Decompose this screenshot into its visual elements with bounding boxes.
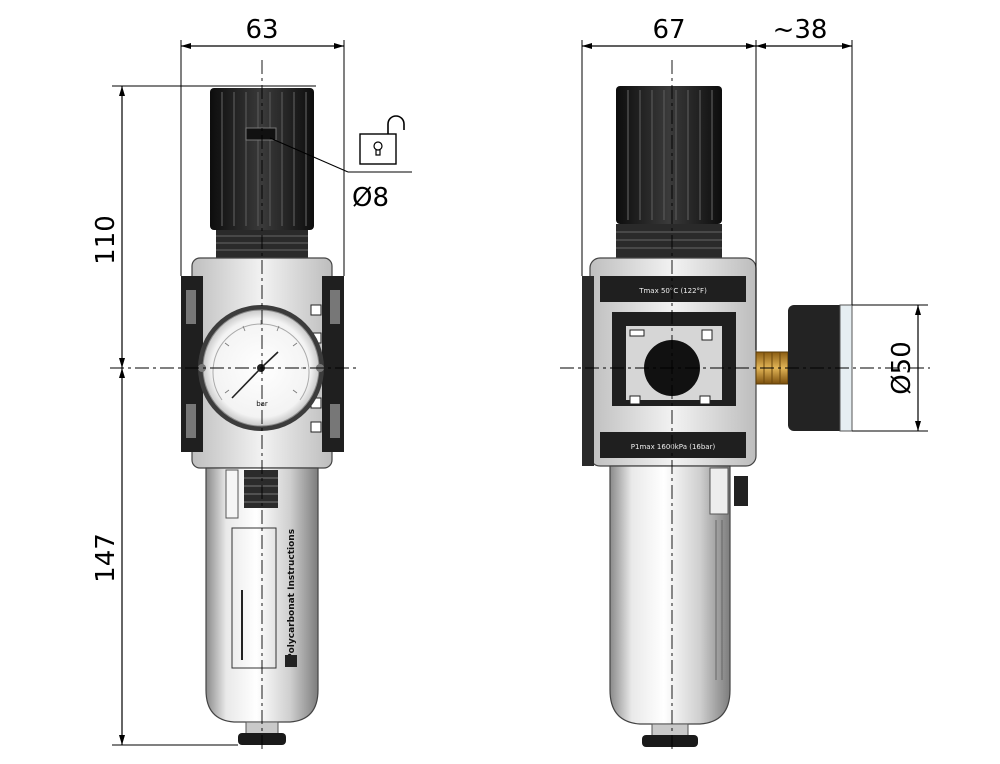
lock-diameter-callout: Ø8 xyxy=(269,115,412,213)
front-width-label: 63 xyxy=(245,15,278,45)
unlocked-padlock-icon xyxy=(359,115,405,165)
p1max-label: P1max 1600kPa (16bar) xyxy=(631,443,716,451)
dimension-front-width: 63 xyxy=(180,15,345,276)
front-view: bar Polycarbonat Instructions xyxy=(181,88,344,745)
dimension-gauge-diameter: Ø50 xyxy=(852,304,928,432)
center-lines xyxy=(110,60,930,752)
side-drain-valve xyxy=(642,723,698,747)
side-width-label: 67 xyxy=(652,15,685,45)
height-upper-label: 110 xyxy=(91,215,121,265)
side-filter-bowl xyxy=(609,465,748,725)
gauge-depth-label: ~38 xyxy=(773,15,828,45)
side-adjusting-knob xyxy=(616,86,722,224)
side-threaded-neck xyxy=(616,224,722,258)
dimension-height-upper: 110 xyxy=(91,85,316,368)
dimension-side-width: 67 xyxy=(581,15,757,350)
lock-diameter-label: Ø8 xyxy=(352,183,389,213)
dimension-height-lower: 147 xyxy=(91,368,238,746)
side-body: Tmax 50°C (122°F) P1max 1600kPa (16bar) xyxy=(582,257,757,467)
polycarbonate-note: Polycarbonat Instructions xyxy=(287,529,297,660)
height-lower-label: 147 xyxy=(91,533,121,583)
side-view: Tmax 50°C (122°F) P1max 1600kPa (16bar) xyxy=(582,86,853,747)
gauge-diameter-label: Ø50 xyxy=(887,341,917,395)
front-adjusting-knob xyxy=(210,88,314,230)
tmax-label: Tmax 50°C (122°F) xyxy=(638,287,707,295)
dimension-gauge-depth: ~38 xyxy=(756,15,853,305)
